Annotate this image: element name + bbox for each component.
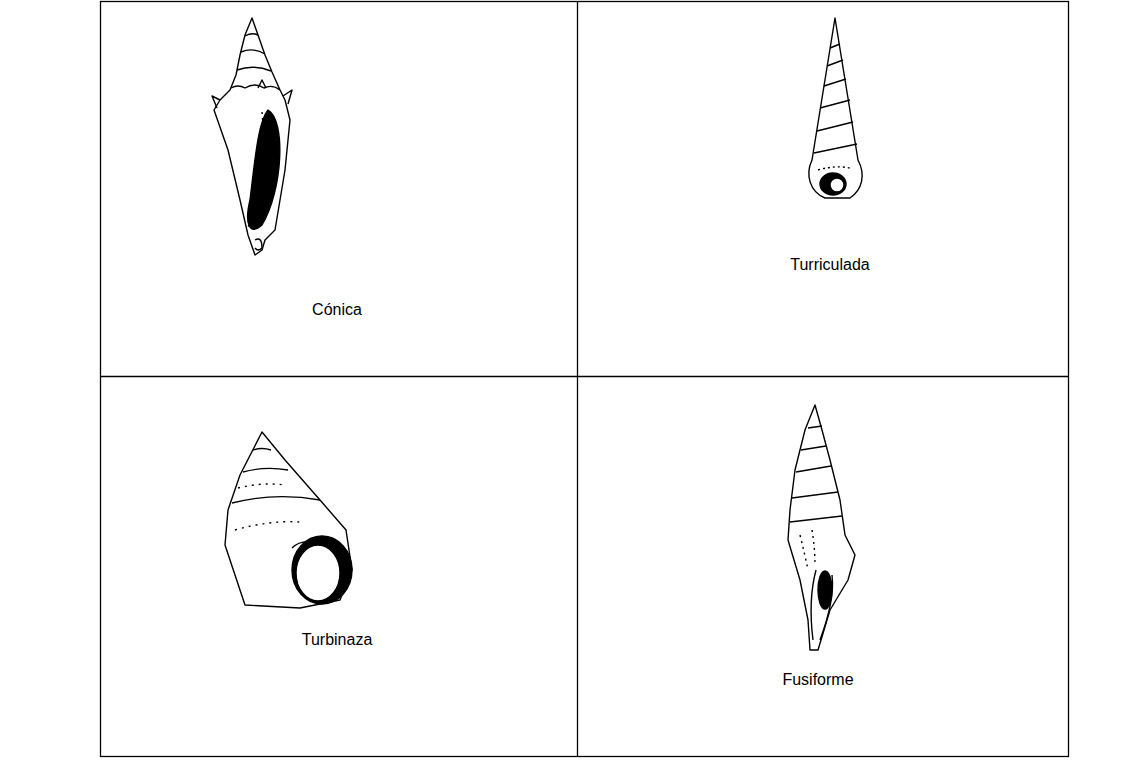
table-grid bbox=[101, 2, 1069, 757]
shell-type-label: Cónica bbox=[312, 301, 362, 319]
shell-type-label: Turbinaza bbox=[302, 631, 373, 649]
turbinate-shell bbox=[225, 432, 352, 608]
conic-shell bbox=[212, 18, 292, 255]
turreted-shell bbox=[809, 18, 862, 198]
fusiform-shell bbox=[788, 405, 855, 650]
shell-type-label: Fusiforme bbox=[782, 671, 853, 689]
shell-type-label: Turriculada bbox=[790, 256, 869, 274]
